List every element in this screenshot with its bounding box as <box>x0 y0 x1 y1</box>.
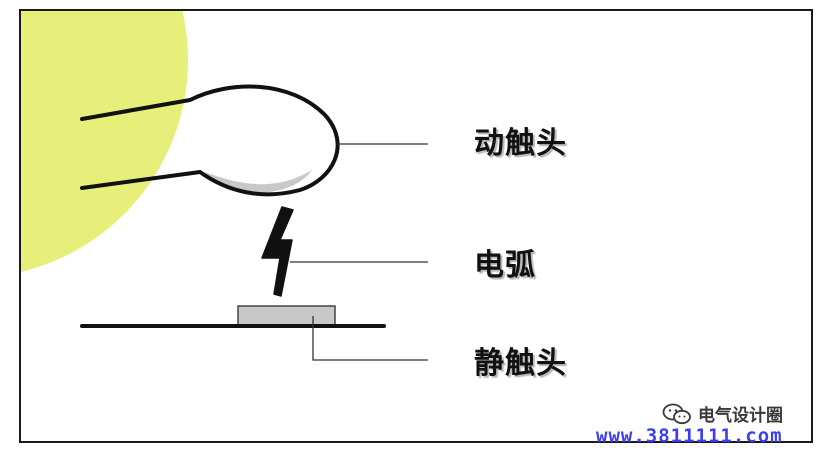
watermark: 电气设计圈 <box>662 401 783 426</box>
watermark-name: 电气设计圈 <box>698 406 783 426</box>
background-circle <box>20 10 188 273</box>
watermark-url: www.3811111.com <box>596 425 783 447</box>
static-contact-pad <box>237 305 336 326</box>
wechat-icon <box>662 403 691 424</box>
arc-label: 电弧 <box>474 248 536 283</box>
static-contact-label: 静触头 <box>474 346 567 381</box>
frame-border <box>19 9 813 443</box>
static-contact-leader <box>312 316 428 361</box>
arc-lightning-icon <box>261 206 294 297</box>
moving-contact-label: 动触头 <box>474 126 567 161</box>
moving-contact <box>80 84 340 197</box>
